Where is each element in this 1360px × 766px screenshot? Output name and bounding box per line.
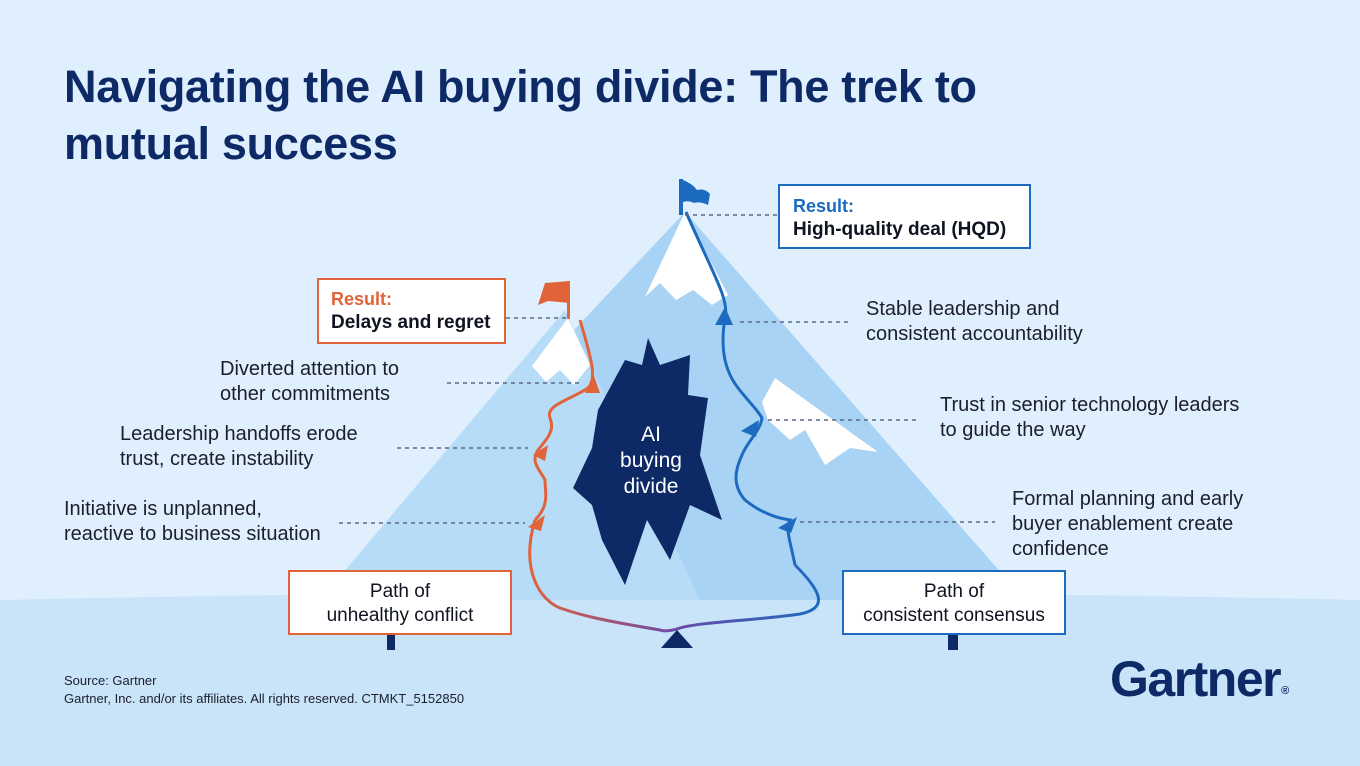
blue-flag-icon xyxy=(679,179,710,215)
left-result-text: Delays and regret xyxy=(331,312,491,333)
right-path-box: Path of consistent consensus xyxy=(842,570,1066,635)
left-step-2: Leadership handoffs erode trust, create … xyxy=(120,423,358,470)
base-path xyxy=(528,519,820,633)
left-step-1: Diverted attention to other commitments xyxy=(220,358,399,405)
blue-arrow-3 xyxy=(715,307,733,325)
base-marker xyxy=(661,630,693,648)
source-note: Source: Gartner Gartner, Inc. and/or its… xyxy=(64,673,465,706)
page-title: Navigating the AI buying divide: The tre… xyxy=(64,61,977,169)
left-result-box: Result: Delays and regret xyxy=(317,278,506,344)
orange-arrow-3 xyxy=(585,376,600,393)
gartner-logo: Gartner® xyxy=(1110,651,1290,707)
ai-divide-label: AI buying divide xyxy=(620,423,682,498)
right-result-text: High-quality deal (HQD) xyxy=(793,219,1007,240)
right-step-1: Stable leadership and consistent account… xyxy=(866,298,1083,345)
right-step-2: Trust in senior technology leaders to gu… xyxy=(940,394,1240,441)
right-result-box: Result: High-quality deal (HQD) xyxy=(778,184,1031,249)
ai-divide-shape xyxy=(573,338,722,585)
ground xyxy=(0,592,1360,766)
right-step-3: Formal planning and early buyer enableme… xyxy=(1012,488,1244,560)
leader-lines xyxy=(339,214,995,524)
orange-arrow-1 xyxy=(528,515,545,531)
snow-right xyxy=(762,378,878,465)
right-result-title: Result: xyxy=(793,196,855,216)
left-result-title: Result: xyxy=(331,289,393,309)
left-path-box: Path of unhealthy conflict xyxy=(288,570,512,635)
snow-left xyxy=(532,318,590,385)
snow-main xyxy=(645,212,728,305)
orange-flag-icon xyxy=(538,281,570,319)
blue-arrow-1 xyxy=(778,517,797,533)
orange-arrow-2 xyxy=(533,445,548,461)
blue-arrow-2 xyxy=(741,420,759,437)
left-step-3: Initiative is unplanned, reactive to bus… xyxy=(64,498,321,545)
